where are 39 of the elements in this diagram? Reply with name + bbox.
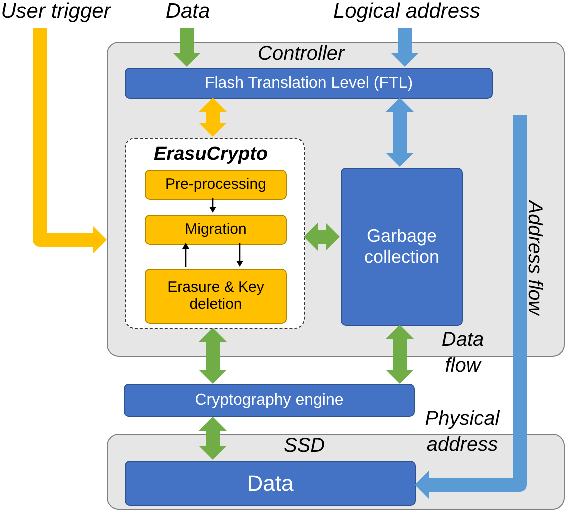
group-heading: SSD (284, 435, 326, 458)
box-label: Erasure & Key deletion (166, 280, 266, 313)
box-label: Cryptography engine (195, 392, 344, 410)
arrow (199, 417, 227, 460)
arrow (199, 328, 227, 384)
flow-label: Data flow (440, 328, 486, 379)
box-label: Pre-processing (166, 176, 266, 194)
group-heading: ErasuCrypto (154, 144, 268, 166)
process-box (124, 384, 415, 417)
box-label: Flash Translation Level (FTL) (204, 74, 414, 92)
box-label: Data (247, 470, 294, 496)
flow-label: Address flow (523, 198, 547, 318)
arrow (415, 115, 527, 499)
process-box (341, 168, 463, 326)
input-label: Data (158, 0, 218, 28)
arrow (210, 198, 216, 213)
input-label: Logical address (312, 0, 502, 28)
arrow (391, 28, 419, 67)
arrow (304, 223, 340, 251)
module-box (125, 138, 305, 329)
arrow (33, 28, 107, 254)
process-box (125, 461, 416, 506)
step-box (145, 170, 287, 200)
step-box (145, 269, 287, 324)
process-box (125, 68, 493, 99)
input-label: User trigger (0, 0, 112, 28)
box-label: Garbage collection (363, 226, 441, 268)
group-heading: Controller (258, 43, 345, 66)
step-box (145, 215, 287, 245)
container-panel (107, 434, 565, 510)
arrow (182, 243, 190, 267)
container-panel (107, 42, 565, 357)
arrow (386, 325, 414, 384)
box-label: Migration (185, 222, 247, 238)
arrow (173, 28, 201, 67)
arrow (236, 243, 244, 267)
arrow (199, 98, 227, 137)
arrow (386, 98, 414, 167)
flow-label: Physical address (424, 407, 502, 458)
